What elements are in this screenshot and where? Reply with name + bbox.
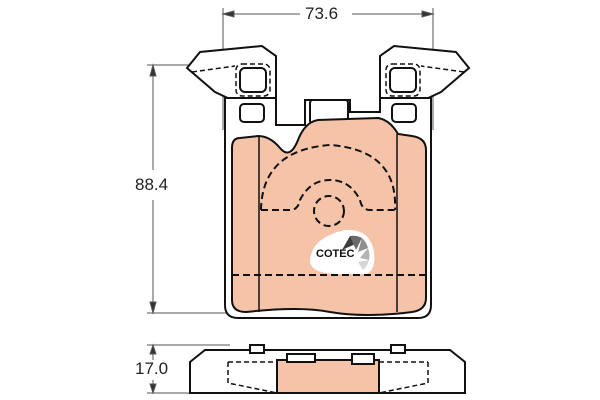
thickness-dimension xyxy=(147,343,230,395)
friction-material xyxy=(231,116,427,316)
plate-slots xyxy=(239,67,417,125)
side-view-hidden-lines xyxy=(227,361,429,394)
cotec-logo-text: COTEC xyxy=(316,248,355,260)
cotec-logo: COTEC xyxy=(309,229,375,274)
thickness-dimension-label: 17.0 xyxy=(133,359,171,378)
plate-hidden-lines xyxy=(191,63,465,97)
side-view xyxy=(189,344,466,394)
width-dimension-label: 73.6 xyxy=(303,4,341,23)
height-dimension-label: 88.4 xyxy=(133,175,171,194)
